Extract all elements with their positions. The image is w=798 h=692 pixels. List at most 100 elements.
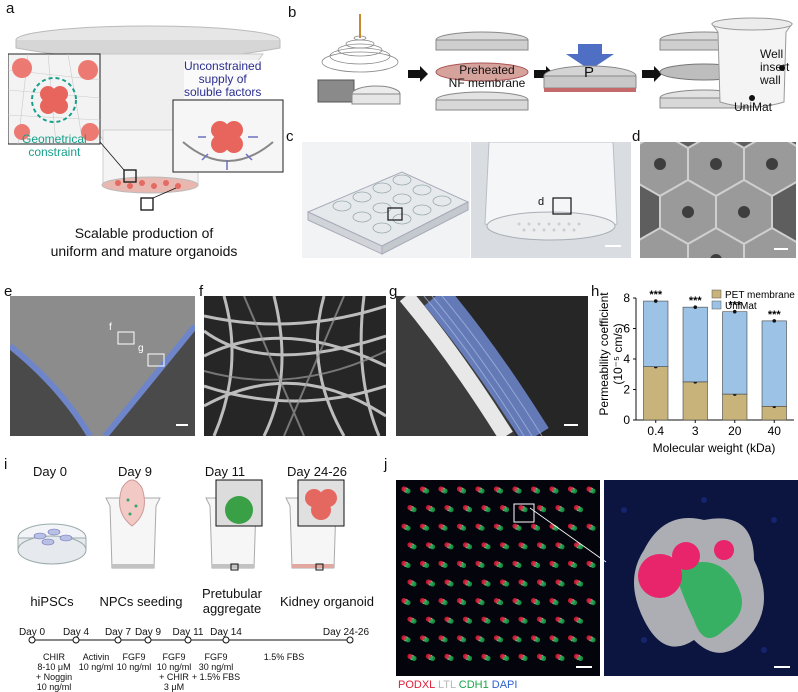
organoid-spot [586, 560, 596, 568]
stain-ltl: LTL [437, 679, 456, 691]
panel-label-c: c [286, 128, 294, 145]
significance-label: *** [768, 309, 782, 321]
organoid-spot [419, 523, 430, 531]
organoid-spot [444, 579, 454, 587]
organoid-spot [499, 653, 510, 661]
organoid-spot [444, 505, 454, 513]
zoom-connector [529, 507, 607, 563]
stage-0-caption: hiPSCs [30, 594, 74, 609]
organoid-spot [567, 598, 578, 606]
press-label: P [584, 64, 595, 81]
organoid-spot [438, 523, 448, 531]
timeline-day-24: Day 24-26 [322, 627, 370, 638]
panel-label-j: j [384, 456, 388, 473]
data-point [772, 319, 777, 323]
panel-i-schematic [10, 472, 380, 590]
timeline-node [114, 636, 122, 644]
organoid-spot [573, 542, 584, 550]
preheated-membrane-label: Preheated NF membrane [448, 63, 526, 90]
timeline-node [184, 636, 192, 644]
timeline-cond-fgf9-chir: FGF9 10 ng/ml + CHIR 3 μM [156, 652, 192, 692]
organoid-spot [530, 635, 541, 643]
organoid-spot [462, 653, 473, 661]
organoid-spot [475, 486, 485, 494]
timeline-node [346, 636, 354, 644]
organoid-spot [518, 505, 528, 513]
timeline-cond-fbs: 1.5% FBS [263, 652, 305, 662]
organoid-spot [567, 486, 578, 494]
organoid-spot [462, 616, 473, 624]
stage-2-caption: Pretubular aggregate [202, 586, 262, 616]
organoid-spot [499, 542, 510, 550]
organoid-spot [586, 523, 596, 531]
organoid-spot [573, 579, 584, 587]
panel-e-sem-image [10, 296, 195, 436]
organoid-spot [555, 579, 565, 587]
x-axis-label: Molecular weight (kDa) [653, 441, 776, 455]
organoid-spot [530, 523, 541, 531]
x-tick-label: 3 [692, 424, 699, 438]
bar-pet [682, 381, 708, 421]
organoid-spot [549, 560, 559, 568]
panel-g-fiber-sem [396, 296, 588, 436]
bar-unimat [682, 306, 708, 383]
organoid-spot [419, 635, 430, 643]
stain-podxl: PODXL [398, 679, 435, 691]
organoid-spot [555, 505, 565, 513]
organoid-spot [419, 486, 430, 494]
legend-swatch [711, 300, 722, 310]
timeline-node [72, 636, 80, 644]
y-axis-label-line1: Permeability coefficient [597, 292, 611, 416]
significance-label: *** [689, 295, 703, 307]
organoid-spot [481, 542, 491, 550]
organoid-spot [567, 635, 578, 643]
organoid-spot [512, 598, 522, 606]
organoid-spot [475, 635, 485, 643]
panel-j-organoid-array [396, 480, 600, 676]
organoid-spot [493, 635, 504, 643]
organoid-spot [586, 598, 596, 606]
organoid-spot [549, 635, 559, 643]
organoid-spot [512, 560, 522, 568]
panel-label-f: f [199, 283, 204, 300]
organoid-spot [438, 560, 448, 568]
stage-2-day: Day 11 [204, 464, 246, 479]
stage-0-day: Day 0 [33, 464, 67, 479]
organoid-spot [407, 579, 417, 587]
organoid-spot [567, 523, 578, 531]
panel-label-a: a [6, 0, 15, 17]
organoid-spot [438, 598, 448, 606]
panel-label-d: d [632, 128, 641, 145]
y-axis-label-line2: (10⁻⁵ cm/s) [611, 323, 625, 384]
organoid-spot [518, 542, 528, 550]
stain-dapi: DAPI [491, 679, 518, 691]
inset-g-label: g [138, 343, 144, 354]
organoid-spot [419, 598, 430, 606]
organoid-spot [407, 505, 417, 513]
organoid-spot [555, 653, 565, 661]
organoid-spot [493, 523, 504, 531]
organoid-spot [401, 560, 411, 568]
organoid-spot [456, 598, 467, 606]
bar-pet [643, 366, 669, 421]
organoid-spot [530, 598, 541, 606]
organoid-spot [512, 635, 522, 643]
x-tick-label: 40 [768, 424, 782, 438]
timeline-day-11: Day 11 [172, 627, 204, 638]
organoid-spot [456, 523, 467, 531]
y-tick-label: 2 [623, 383, 630, 397]
organoid-spot [444, 653, 454, 661]
organoid-spot [444, 616, 454, 624]
data-point [693, 305, 698, 309]
organoid-spot [401, 598, 411, 606]
organoid-spot [493, 486, 504, 494]
timeline-day-0: Day 0 [18, 627, 46, 638]
organoid-spot [555, 616, 565, 624]
stage-1-day: Day 9 [118, 464, 152, 479]
timeline-day-4: Day 4 [62, 627, 90, 638]
panel-a-caption: Scalable production of uniform and matur… [50, 225, 238, 259]
organoid-spot [481, 505, 491, 513]
organoid-spot [518, 616, 528, 624]
y-tick-label: 0 [623, 413, 630, 427]
organoid-spot [536, 653, 547, 661]
